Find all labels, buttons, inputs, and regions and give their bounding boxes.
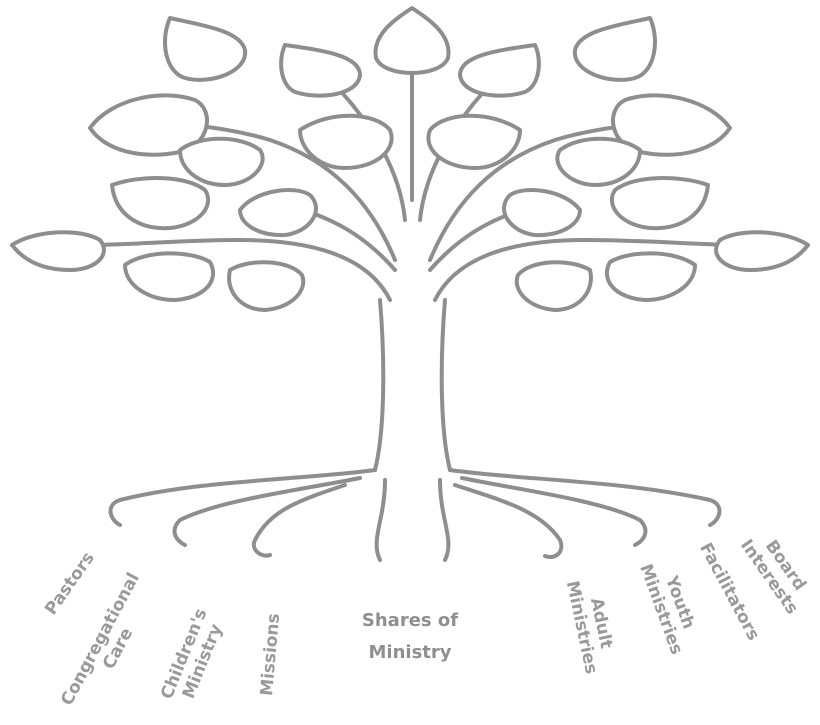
leaf [716,232,808,270]
leaf [517,262,591,310]
leaf [180,139,263,185]
leaf [376,8,449,73]
leaf [125,253,213,300]
leaf [612,178,708,228]
leaf [229,262,303,310]
root-right-1 [455,485,561,557]
root-center-1 [377,480,385,560]
root-left-1 [111,470,375,525]
leaf [240,190,316,235]
center-label-line2: Ministry [330,637,490,669]
trunk [375,300,450,470]
leaf [12,232,104,270]
root-center-2 [440,480,448,560]
leaf [557,139,640,185]
leaf [281,45,360,96]
leaf [428,116,520,168]
leaf [165,18,245,80]
leaf [112,178,208,228]
leaf [460,45,539,96]
leaf [504,190,580,235]
leaf [575,18,655,80]
center-label-line1: Shares of [330,605,490,637]
leaf [607,253,695,300]
center-label-shares-of-ministry: Shares of Ministry [330,605,490,668]
